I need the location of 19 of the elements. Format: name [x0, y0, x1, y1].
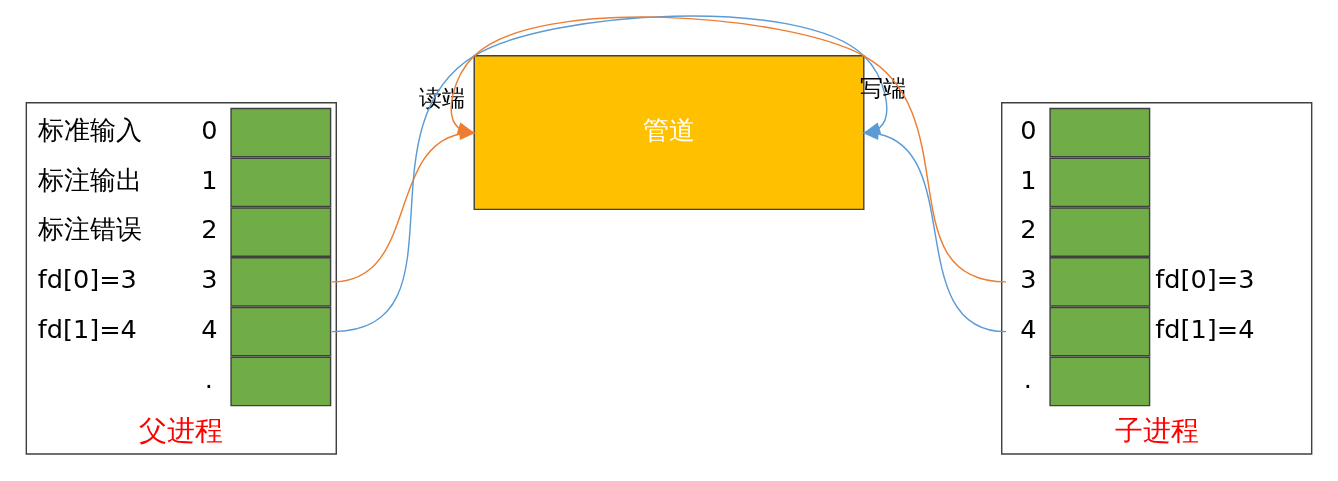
node-label: 4: [1020, 313, 1037, 344]
node-label: 0: [201, 114, 218, 145]
node-label: 标注输出: [37, 164, 142, 195]
node-label: 1: [1020, 164, 1037, 195]
node-label: 2: [201, 214, 218, 245]
node-label: 标准输入: [37, 114, 142, 145]
node-label: 3: [201, 264, 218, 295]
node-label: 标注错误: [37, 214, 142, 245]
node-label: fd[1]=4: [1155, 313, 1255, 344]
node-label: fd[0]=3: [37, 264, 137, 295]
node-label: fd[0]=3: [1155, 264, 1255, 295]
node-label: .: [1023, 363, 1032, 394]
node-label: 2: [1020, 214, 1037, 245]
node-label: 3: [1020, 264, 1037, 295]
node-label: 0: [1020, 114, 1037, 145]
node-label: 1: [201, 164, 218, 195]
node-label: 4: [201, 313, 218, 344]
node-label: fd[1]=4: [37, 313, 137, 344]
node-label: .: [204, 363, 213, 394]
